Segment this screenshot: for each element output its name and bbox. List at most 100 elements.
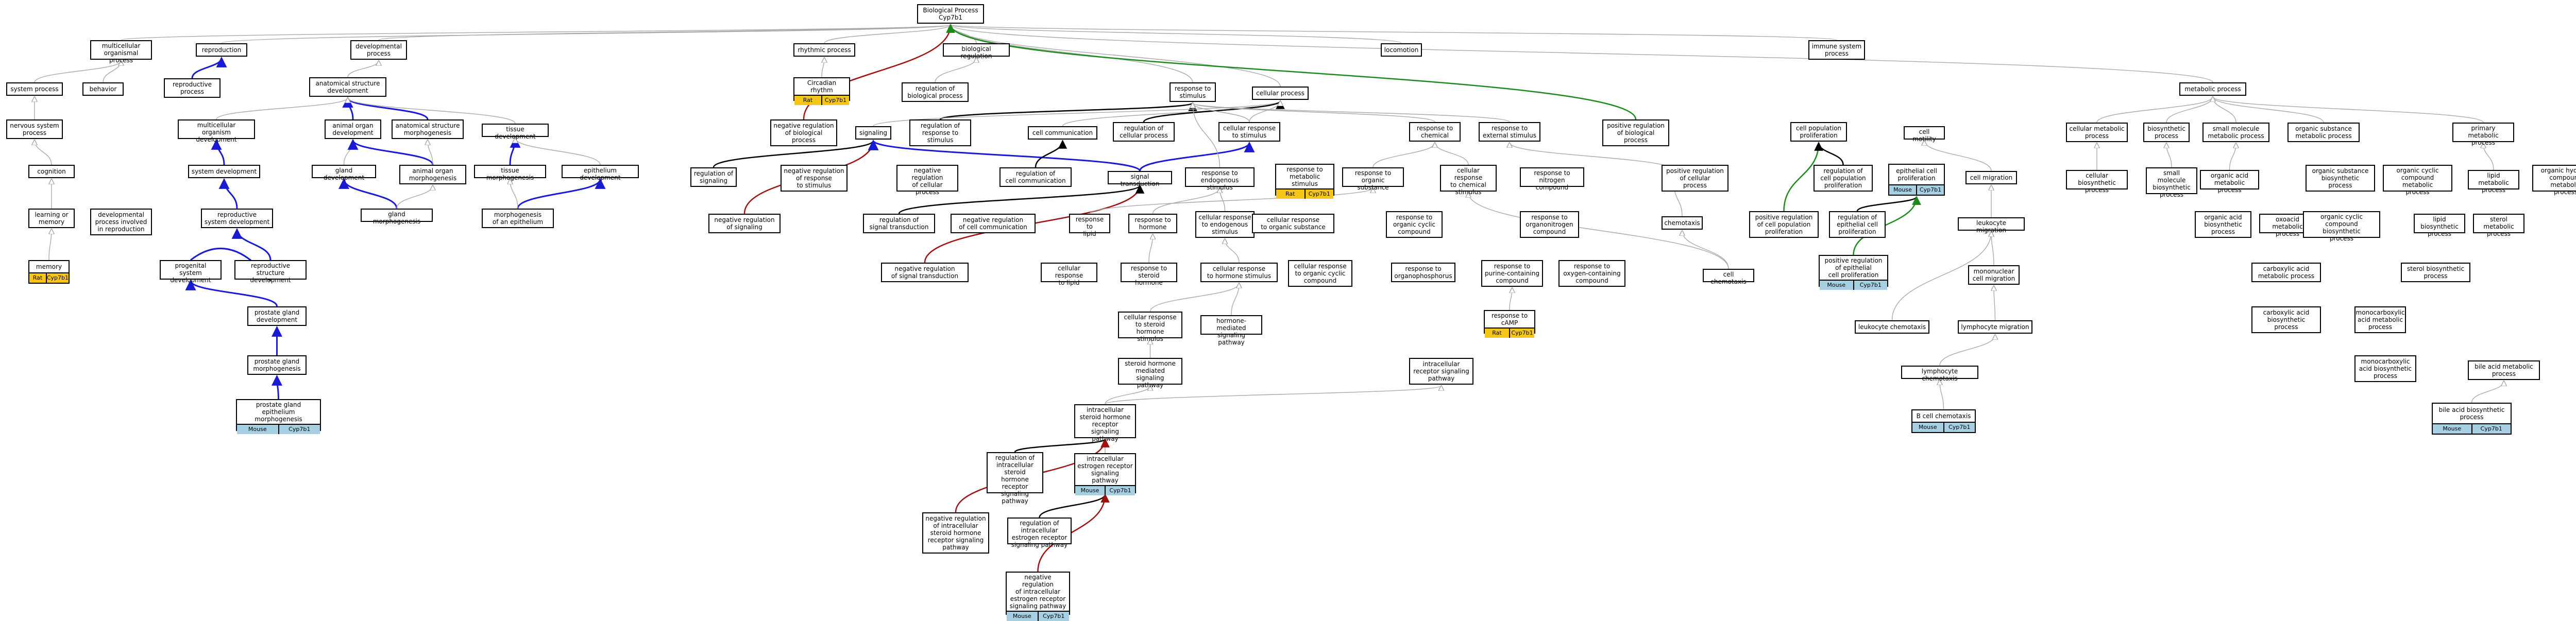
go-term-node[interactable]: cellular response to hormone stimulus [1200,263,1278,282]
go-term-node[interactable]: regulation of cellular process [1113,122,1175,142]
go-term-node[interactable]: animal organ morphogenesis [399,165,466,184]
go-term-node[interactable]: chemotaxis [1662,216,1703,230]
go-term-node[interactable]: cellular response to lipid [1041,263,1097,286]
go-term-node[interactable]: locomotion [1381,43,1422,57]
go-term-node[interactable]: regulation of cell population proliferat… [1814,165,1873,192]
go-term-node[interactable]: cellular response to organic cyclic comp… [1288,260,1352,287]
go-term-node[interactable]: organic cyclic compound biosynthetic pro… [2303,211,2380,242]
go-term-node[interactable]: organic cyclic compound metabolic proces… [2383,165,2452,196]
go-term-node[interactable]: organic hydroxy compound metabolic proce… [2532,165,2576,196]
go-term-node[interactable]: response to stimulus [1170,82,1216,102]
go-term-node[interactable]: developmental process [350,40,407,60]
go-term-node[interactable]: bile acid metabolic process [2468,360,2540,380]
go-term-node[interactable]: negative regulation of cellular process [896,165,958,196]
go-term-node[interactable]: gland development [312,165,376,181]
go-term-node[interactable]: system development [188,165,260,178]
go-term-node[interactable]: tissue morphogenesis [474,165,546,181]
go-term-node[interactable]: lymphocyte chemotaxis [1901,366,1978,382]
go-term-node[interactable]: response to organonitrogen compound [1520,211,1579,238]
go-term-node[interactable]: negative regulation of intracellular est… [1006,572,1070,621]
go-term-node[interactable]: cellular response to steroid hormone sti… [1118,312,1182,342]
go-term-node[interactable]: organic substance biosynthetic process [2306,165,2375,192]
go-term-node[interactable]: cell population proliferation [1790,122,1847,142]
go-term-node[interactable]: monocarboxylic acid biosynthetic process [2354,355,2416,382]
go-term-node[interactable]: response to lipid [1069,214,1110,237]
go-term-node[interactable]: primary metabolic process [2452,123,2514,146]
go-term-node[interactable]: response to organic substance [1342,167,1404,191]
go-term-node[interactable]: regulation of cell communication [999,167,1072,187]
go-term-node[interactable]: leukocyte migration [1958,217,2025,234]
go-term-node[interactable]: negative regulation of biological proces… [770,119,837,146]
go-term-node[interactable]: behavior [82,82,124,96]
go-term-node[interactable]: progenital system development [160,260,222,284]
go-term-node[interactable]: organic acid metabolic process [2200,170,2259,194]
go-term-node[interactable]: response to organophosphorus [1391,263,1455,282]
go-term-node[interactable]: response to oxygen-containing compound [1558,260,1625,287]
go-term-node[interactable]: immune system process [1808,40,1865,60]
go-term-node[interactable]: response to organic cyclic compound [1386,211,1443,238]
go-term-node[interactable]: regulation of signaling [690,167,737,187]
go-term-node[interactable]: signal transduction [1108,171,1172,187]
go-term-node[interactable]: response to nitrogen compound [1520,167,1584,191]
go-term-node[interactable]: cell motility [1904,126,1945,143]
go-term-node[interactable]: gland morphogenesis [361,209,433,225]
go-term-node[interactable]: negative regulation of intracellular ste… [922,512,989,554]
go-term-node[interactable]: cellular process [1252,87,1309,100]
go-term-node[interactable]: leukocyte chemotaxis [1855,320,1929,334]
go-term-node[interactable]: regulation of intracellular steroid horm… [987,452,1043,505]
go-term-node[interactable]: multicellular organismal process [90,40,152,64]
go-term-node[interactable]: Biological Process Cyp7b1 [917,4,984,24]
go-term-node[interactable]: system process [6,82,63,96]
go-term-node[interactable]: positive regulation of biological proces… [1602,119,1669,146]
go-term-node[interactable]: cell chemotaxis [1703,269,1754,285]
go-term-node[interactable]: sterol biosynthetic process [2401,263,2470,282]
go-term-node[interactable]: cellular response to stimulus [1218,122,1280,142]
go-term-node[interactable]: regulation of response to stimulus [909,119,971,146]
go-term-node[interactable]: positive regulation of cell population p… [1749,211,1819,238]
go-term-node[interactable]: reproductive process [164,78,221,98]
go-term-node[interactable]: intracellular estrogen receptor signalin… [1074,453,1136,495]
go-term-node[interactable]: cellular response to chemical stimulus [1440,165,1497,196]
go-term-node[interactable]: intracellular receptor signaling pathway [1409,358,1473,385]
go-term-node[interactable]: hormone-mediated signaling pathway [1200,315,1262,346]
go-term-node[interactable]: signaling [855,126,891,140]
go-term-node[interactable]: organic substance metabolic process [2287,123,2360,142]
go-term-node[interactable]: biological regulation [943,43,1010,60]
go-term-node[interactable]: tissue development [482,124,549,140]
go-term-node[interactable]: reproductive structure development [234,260,307,284]
go-term-node[interactable]: response to chemical [1409,122,1461,142]
go-term-node[interactable]: developmental process involved in reprod… [90,209,152,235]
go-term-node[interactable]: nervous system process [6,119,63,139]
go-term-node[interactable]: carboxylic acid metabolic process [2251,263,2321,282]
go-term-node[interactable]: sterol metabolic process [2473,214,2524,237]
go-term-node[interactable]: negative regulation of cell communicatio… [951,214,1036,233]
go-term-node[interactable]: reproductive system development [201,209,273,228]
go-term-node[interactable]: organic acid biosynthetic process [2195,211,2251,238]
go-term-node[interactable]: epithelium development [562,165,639,181]
go-term-node[interactable]: positive regulation of cellular process [1662,165,1728,192]
go-term-node[interactable]: morphogenesis of an epithelium [482,209,554,228]
go-term-node[interactable]: response to endogenous stimulus [1185,167,1255,191]
go-term-node[interactable]: response to steroid hormone [1121,263,1177,286]
go-term-node[interactable]: prostate gland development [247,306,307,326]
go-term-node[interactable]: lipid biosynthetic process [2414,214,2465,237]
go-term-node[interactable]: metabolic process [2179,82,2246,96]
go-term-node[interactable]: regulation of biological process [902,82,969,102]
go-term-node[interactable]: rhythmic process [793,43,855,57]
go-term-node[interactable]: cognition [28,165,75,178]
go-term-node[interactable]: anatomical structure development [309,77,386,97]
go-term-node[interactable]: negative regulation of signal transducti… [881,263,969,282]
go-term-node[interactable]: response to hormone [1128,214,1177,233]
go-term-node[interactable]: positive regulation of epithelial cell p… [1819,255,1888,290]
go-term-node[interactable]: regulation of intracellular estrogen rec… [1007,518,1072,548]
go-term-node[interactable]: lipid metabolic process [2468,170,2519,194]
go-term-node[interactable]: cell communication [1028,126,1097,140]
go-term-node[interactable]: cellular response to endogenous stimulus [1195,211,1255,238]
go-term-node[interactable]: intracellular steroid hormone receptor s… [1074,404,1136,442]
go-term-node[interactable]: response to purine-containing compound [1481,260,1543,287]
